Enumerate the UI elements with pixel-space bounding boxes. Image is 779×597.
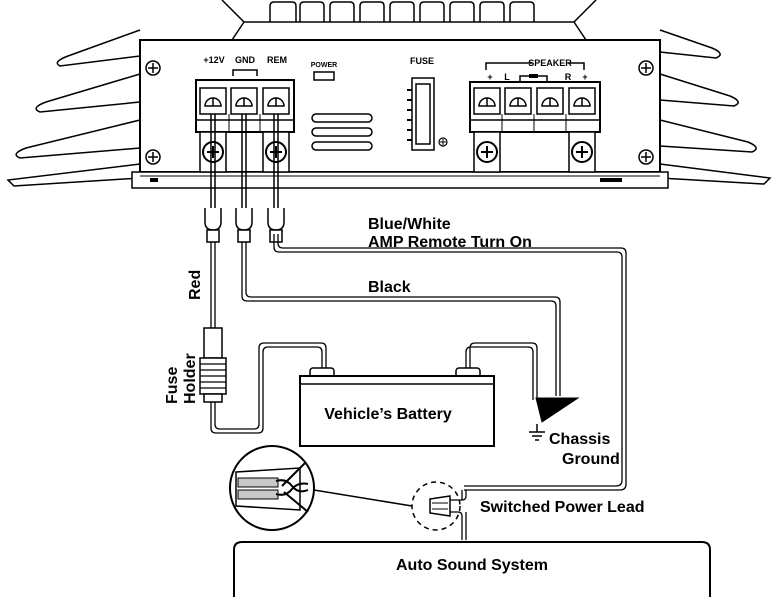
panel-screw-bottom-left	[145, 149, 161, 165]
speaker-right-label: R	[565, 72, 572, 82]
inline-fuse-holder	[199, 327, 227, 403]
chassis-ground-label-2: Ground	[562, 451, 620, 468]
speaker-label: SPEAKER	[528, 58, 572, 68]
speaker-plus-left: +	[487, 72, 492, 82]
remote-wire-desc-label: AMP Remote Turn On	[368, 234, 532, 251]
panel-screw-top-left	[145, 60, 161, 76]
spade-connector-power	[204, 208, 222, 243]
battery-power-wire	[210, 342, 327, 434]
spade-connector-remote	[267, 208, 285, 243]
terminal-label-gnd: GND	[235, 55, 256, 65]
wire-nut-connector	[429, 490, 467, 540]
terminal-label-rem: REM	[267, 55, 287, 65]
amplifier-heatsink	[6, 0, 772, 187]
switched-power-lead-label: Switched Power Lead	[480, 499, 644, 516]
ground-wire-label: Black	[368, 279, 411, 296]
power-led	[313, 71, 335, 81]
fuse-holder-label-2: Holder	[182, 353, 199, 404]
panel-vents	[311, 113, 373, 151]
power-led-label: POWER	[311, 62, 337, 69]
head-unit-label: Auto Sound System	[396, 557, 548, 574]
chassis-ground	[529, 397, 580, 441]
terminal-label-12v: +12V	[203, 55, 224, 65]
fuse-holder-label-1: Fuse	[164, 367, 181, 404]
battery-label: Vehicle’s Battery	[324, 406, 452, 423]
speaker-bracket	[485, 62, 585, 70]
splice-callout	[229, 445, 461, 531]
remote-wire-color-label: Blue/White	[368, 216, 451, 233]
vehicle-battery	[299, 367, 495, 447]
speaker-minus-mark	[529, 74, 538, 78]
fuse-label: FUSE	[410, 56, 434, 66]
power-wire	[210, 242, 216, 328]
battery-ground-wire	[465, 342, 538, 400]
panel-screw-top-right	[638, 60, 654, 76]
ground-wire	[241, 242, 561, 396]
terminal-wire-drops	[210, 114, 279, 208]
amp-fuse	[407, 77, 448, 151]
speaker-terminal-block	[469, 81, 601, 173]
head-unit	[233, 541, 711, 597]
gnd-bracket	[232, 69, 258, 76]
speaker-plus-right: +	[582, 72, 587, 82]
spade-connector-ground	[235, 208, 253, 243]
power-wire-label: Red	[187, 270, 204, 300]
panel-screw-bottom-right	[638, 149, 654, 165]
speaker-left-label: L	[504, 72, 510, 82]
remote-wire	[273, 234, 627, 491]
chassis-ground-label-1: Chassis	[549, 431, 610, 448]
